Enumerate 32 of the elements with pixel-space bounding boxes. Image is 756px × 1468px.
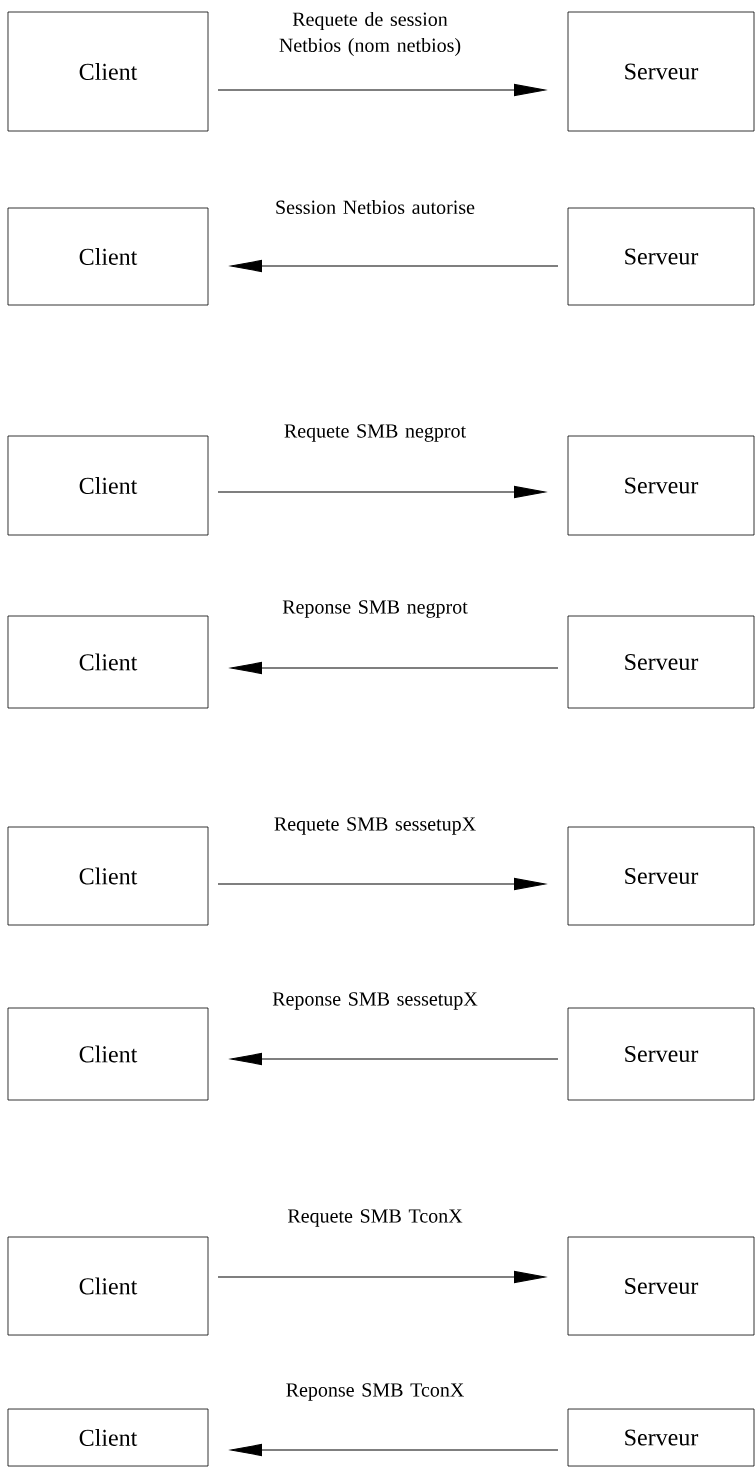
arrow bbox=[230, 1052, 559, 1066]
edge-label: Requete de session Netbios (nom netbios) bbox=[279, 11, 461, 57]
arrow bbox=[230, 1443, 559, 1457]
server-box: Serveur bbox=[567, 1007, 755, 1101]
server-box: Serveur bbox=[567, 615, 755, 709]
edge-label: Session Netbios autorise bbox=[276, 199, 475, 215]
client-box: Client bbox=[7, 615, 209, 709]
arrow bbox=[217, 83, 546, 97]
client-box: Client bbox=[7, 435, 209, 536]
arrow bbox=[230, 259, 559, 273]
edge-label: Requete SMB TconX bbox=[287, 1209, 463, 1227]
client-box: Client bbox=[7, 826, 209, 926]
server-box: Serveur bbox=[567, 1408, 755, 1467]
arrow bbox=[217, 485, 546, 499]
client-box: Client bbox=[7, 1236, 209, 1336]
arrow bbox=[217, 1270, 546, 1284]
client-box: Client bbox=[7, 207, 209, 306]
edge-label: Reponse SMB TconX bbox=[286, 1383, 464, 1401]
edge-label: Requete SMB sessetupX bbox=[274, 817, 476, 835]
edge-label: Reponse SMB sessetupX bbox=[272, 992, 478, 1010]
server-box: Serveur bbox=[567, 207, 755, 306]
edge-label: Reponse SMB negprot bbox=[282, 600, 468, 618]
client-box: Client bbox=[7, 11, 209, 132]
server-box: Serveur bbox=[567, 826, 755, 926]
server-box: Serveur bbox=[567, 435, 755, 536]
server-box: Serveur bbox=[567, 11, 755, 132]
arrow bbox=[230, 661, 559, 675]
client-box: Client bbox=[7, 1408, 209, 1467]
server-box: Serveur bbox=[567, 1236, 755, 1336]
edge-label: Requete SMB negprot bbox=[284, 424, 466, 442]
arrow bbox=[217, 877, 546, 891]
client-box: Client bbox=[7, 1007, 209, 1101]
